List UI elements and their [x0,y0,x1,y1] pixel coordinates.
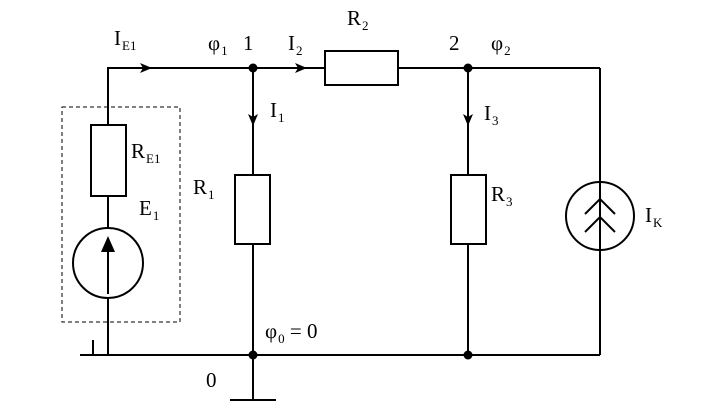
label-r1: R1 [193,175,215,202]
label-phi2: φ2 [491,31,511,58]
label-i1: I1 [270,98,285,125]
real-source-box [61,106,181,323]
label-i2: I2 [288,31,303,58]
resistor-r3 [450,174,487,245]
resistor-r2 [324,50,399,86]
current-source-ik [565,181,635,251]
resistor-r1 [234,174,271,245]
label-ik: IK [645,203,663,230]
label-node-0: 0 [206,368,217,392]
ground-symbol-left [80,340,108,356]
label-e1: E1 [139,196,159,223]
label-phi1: φ1 [208,31,228,58]
resistor-re1 [90,124,127,197]
junction-node-1 [248,63,258,73]
label-phi0: φ0 = 0 [265,319,317,346]
label-ie1: IE1 [114,26,136,53]
label-r2: R2 [347,6,369,33]
junction-node-0 [248,350,258,360]
ground-symbol-bottom [230,355,276,401]
label-re1: RE1 [131,139,160,166]
label-node-1: 1 [243,31,254,55]
wires [107,67,601,356]
label-i3: I3 [484,101,499,128]
voltage-source-e1 [72,227,144,299]
wire-top-left [107,67,325,125]
label-r3: R3 [491,182,513,209]
junction-bottom-r3 [463,350,473,360]
label-node-2: 2 [449,31,460,55]
junction-node-2 [463,63,473,73]
